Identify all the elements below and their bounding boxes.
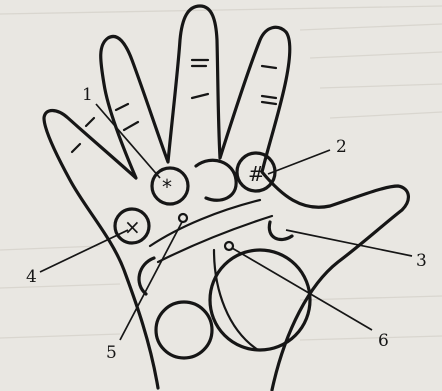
label-1: 1 [82, 85, 93, 105]
label-4: 4 [26, 267, 37, 287]
label-2: 2 [336, 137, 347, 157]
label-3: 3 [416, 251, 427, 271]
leader-2 [268, 150, 330, 174]
mount-saturn [196, 160, 236, 200]
life-line [214, 250, 258, 350]
label-5: 5 [106, 343, 117, 363]
island-marker [179, 214, 187, 222]
heart-line [150, 200, 260, 246]
star-symbol: * [162, 175, 172, 199]
mount-moon [156, 302, 212, 358]
grille-symbol: # [248, 162, 265, 186]
label-6: 6 [378, 331, 389, 351]
leader-6 [232, 248, 372, 330]
cross-symbol: × [124, 215, 141, 239]
